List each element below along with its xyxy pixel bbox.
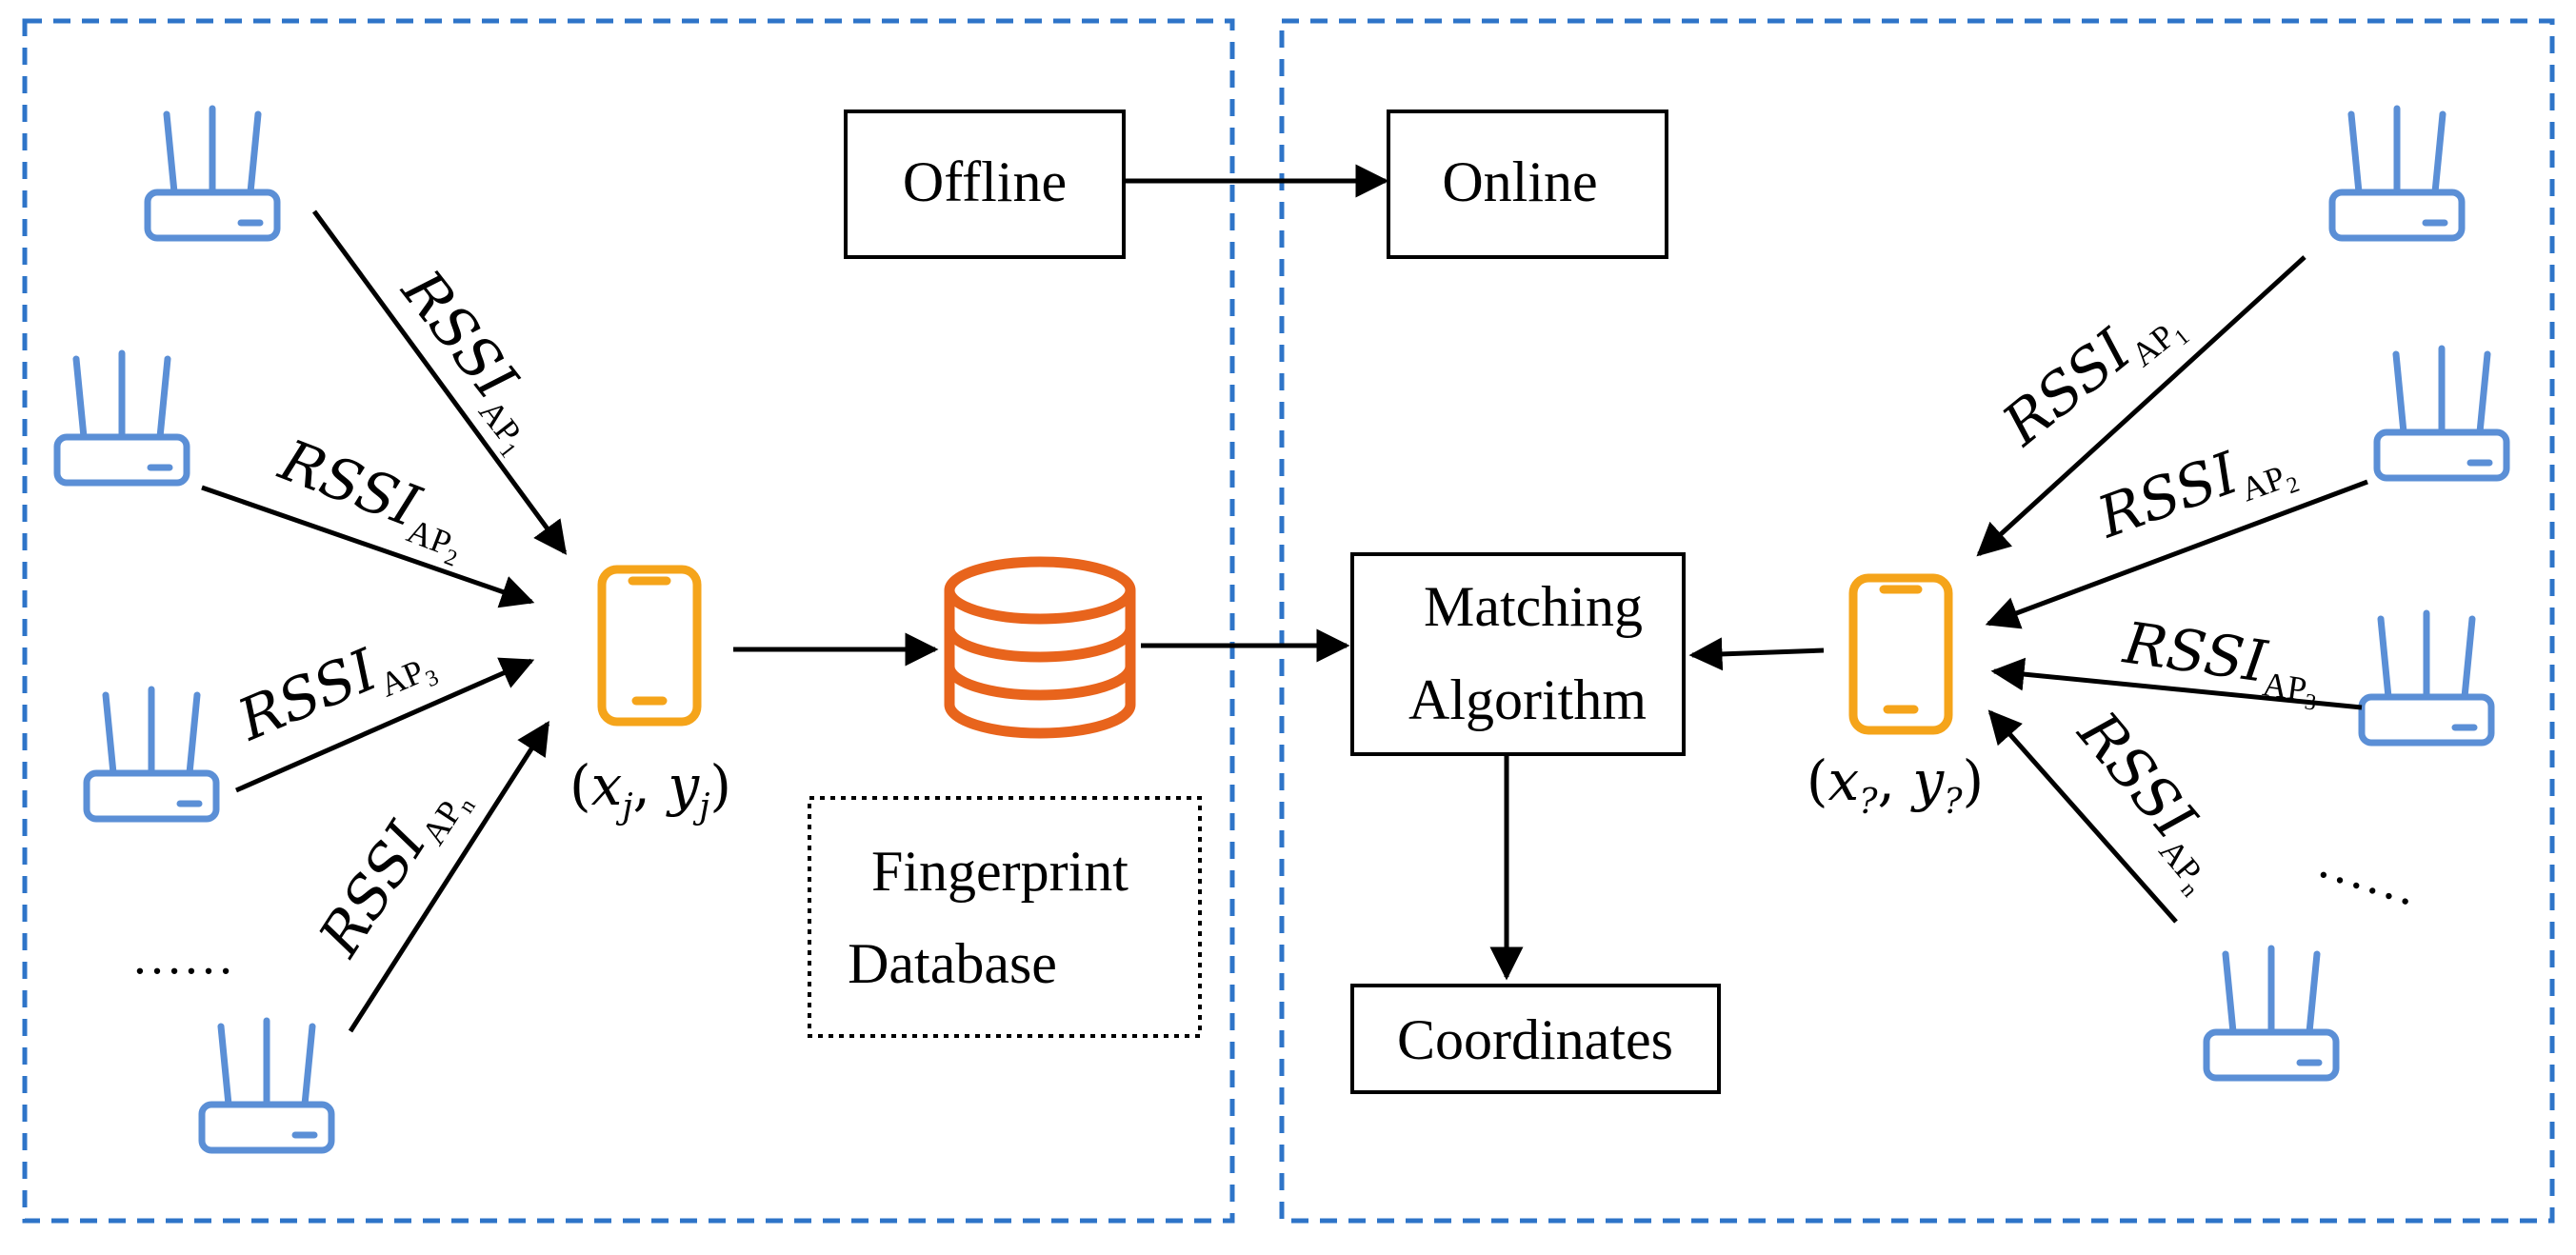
rssi-label-ap2: RSSIAP2 <box>2088 421 2303 563</box>
router-icon <box>2362 613 2491 743</box>
router-icon <box>57 353 187 483</box>
phone-icon <box>1853 578 1948 730</box>
signal-arrow-apn <box>348 721 550 1033</box>
signal-arrow-ap3 <box>234 657 535 793</box>
coordinates-box <box>1350 984 1721 1094</box>
online-panel <box>1279 18 2555 1224</box>
fingerprint-label-line1: Fingerprint <box>871 840 1128 903</box>
router-icon <box>148 109 277 238</box>
router-icon <box>87 689 216 819</box>
router-icon <box>2332 109 2462 238</box>
offline-label: Offline <box>903 150 1067 213</box>
matching-label-line2: Algorithm <box>1408 668 1647 731</box>
router-icon <box>2207 948 2336 1078</box>
fingerprint-database-box <box>808 796 1202 1038</box>
matching-algorithm-box <box>1350 552 1686 756</box>
rssi-label-ap2: RSSIAP2 <box>266 427 480 571</box>
signal-arrow-ap1 <box>311 209 568 555</box>
coordinate-label-offline: (xj, yj) <box>569 753 731 827</box>
rssi-label-ap1: RSSIAP1 <box>378 257 563 463</box>
ellipsis-right: …… <box>2311 831 2426 917</box>
signal-arrow-ap2 <box>1985 479 2368 629</box>
signal-arrow-apn <box>1987 709 2178 924</box>
signal-arrow-ap1 <box>1976 255 2306 557</box>
router-icon <box>202 1021 331 1150</box>
ellipsis-left: …… <box>131 927 234 985</box>
offline-panel <box>22 18 1235 1224</box>
signal-arrow-ap3 <box>1990 657 2363 710</box>
online-box <box>1387 110 1668 259</box>
phone-icon <box>602 569 697 722</box>
online-label: Online <box>1442 150 1597 213</box>
phone-to-matching-arrow <box>1688 637 1825 671</box>
fingerprint-label-line2: Database <box>848 932 1057 995</box>
database-icon <box>944 556 1136 739</box>
rssi-label-ap1: RSSIAP1 <box>1990 282 2195 468</box>
matching-label-line1: Matching <box>1424 575 1643 638</box>
rssi-label-ap3: RSSIAP3 <box>229 615 443 766</box>
coordinate-label-online: (x?, y?) <box>1807 748 1984 822</box>
signal-arrow-ap2 <box>201 485 535 608</box>
rssi-label-ap3: RSSIAP3 <box>2117 609 2326 715</box>
coordinates-label: Coordinates <box>1397 1008 1673 1071</box>
offline-box <box>844 110 1126 259</box>
rssi-label-apn: RSSIAPn <box>2055 699 2244 903</box>
router-icon <box>2377 349 2506 478</box>
